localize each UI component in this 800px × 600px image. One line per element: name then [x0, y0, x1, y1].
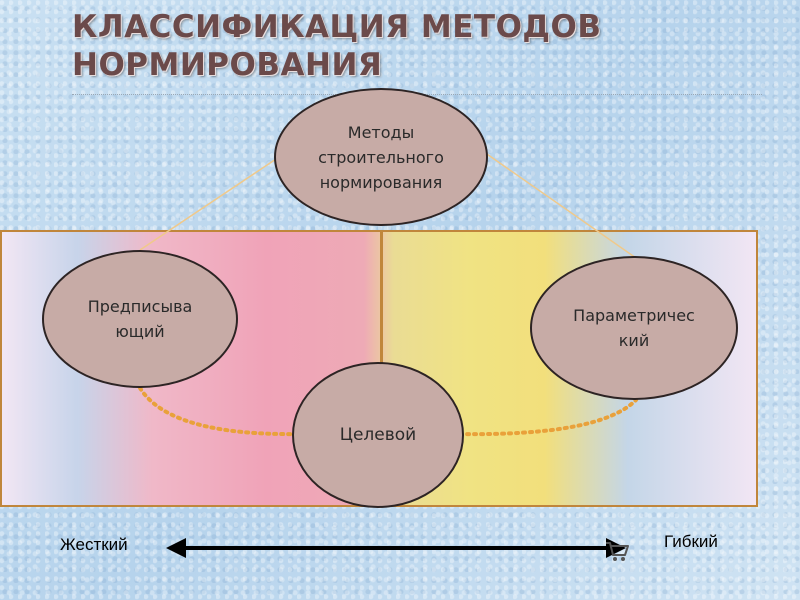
node-prescriptive: Предписыва ющий: [42, 250, 238, 388]
double-headed-arrow-icon: [166, 538, 626, 558]
connector-main-to-parametric: [483, 151, 637, 259]
node-main-line-2: строительного: [318, 147, 444, 167]
connector-main-to-prescriptive: [139, 154, 283, 251]
node-prescriptive-line-2: ющий: [115, 322, 165, 341]
node-parametric-line-2: кий: [618, 331, 650, 350]
node-parametric: Параметричес кий: [530, 256, 738, 400]
node-target-label: Целевой: [339, 424, 417, 445]
node-parametric-line-1: Параметричес: [573, 306, 695, 325]
node-construction-rating-methods: Методы строительного нормирования: [274, 88, 488, 226]
slide-title-line-2: НОРМИРОВАНИЯ: [72, 47, 383, 83]
dotted-arc-left: [138, 386, 302, 437]
scale-label-rigid: Жесткий: [60, 535, 128, 554]
scale-label-flexible: Гибкий: [664, 532, 718, 551]
node-prescriptive-line-1: Предписыва: [87, 297, 193, 316]
node-main-line-3: нормирования: [319, 172, 443, 192]
slide-title: КЛАССИФИКАЦИЯ МЕТОДОВ НОРМИРОВАНИЯ: [72, 8, 602, 84]
node-main-line-1: Методы: [347, 122, 415, 142]
dotted-arc-right: [458, 398, 638, 437]
panel-center-divider: [380, 230, 383, 365]
slide-title-line-1: КЛАССИФИКАЦИЯ МЕТОДОВ: [72, 9, 602, 45]
shopping-cart-icon: [606, 542, 629, 561]
node-target: Целевой: [292, 362, 464, 508]
